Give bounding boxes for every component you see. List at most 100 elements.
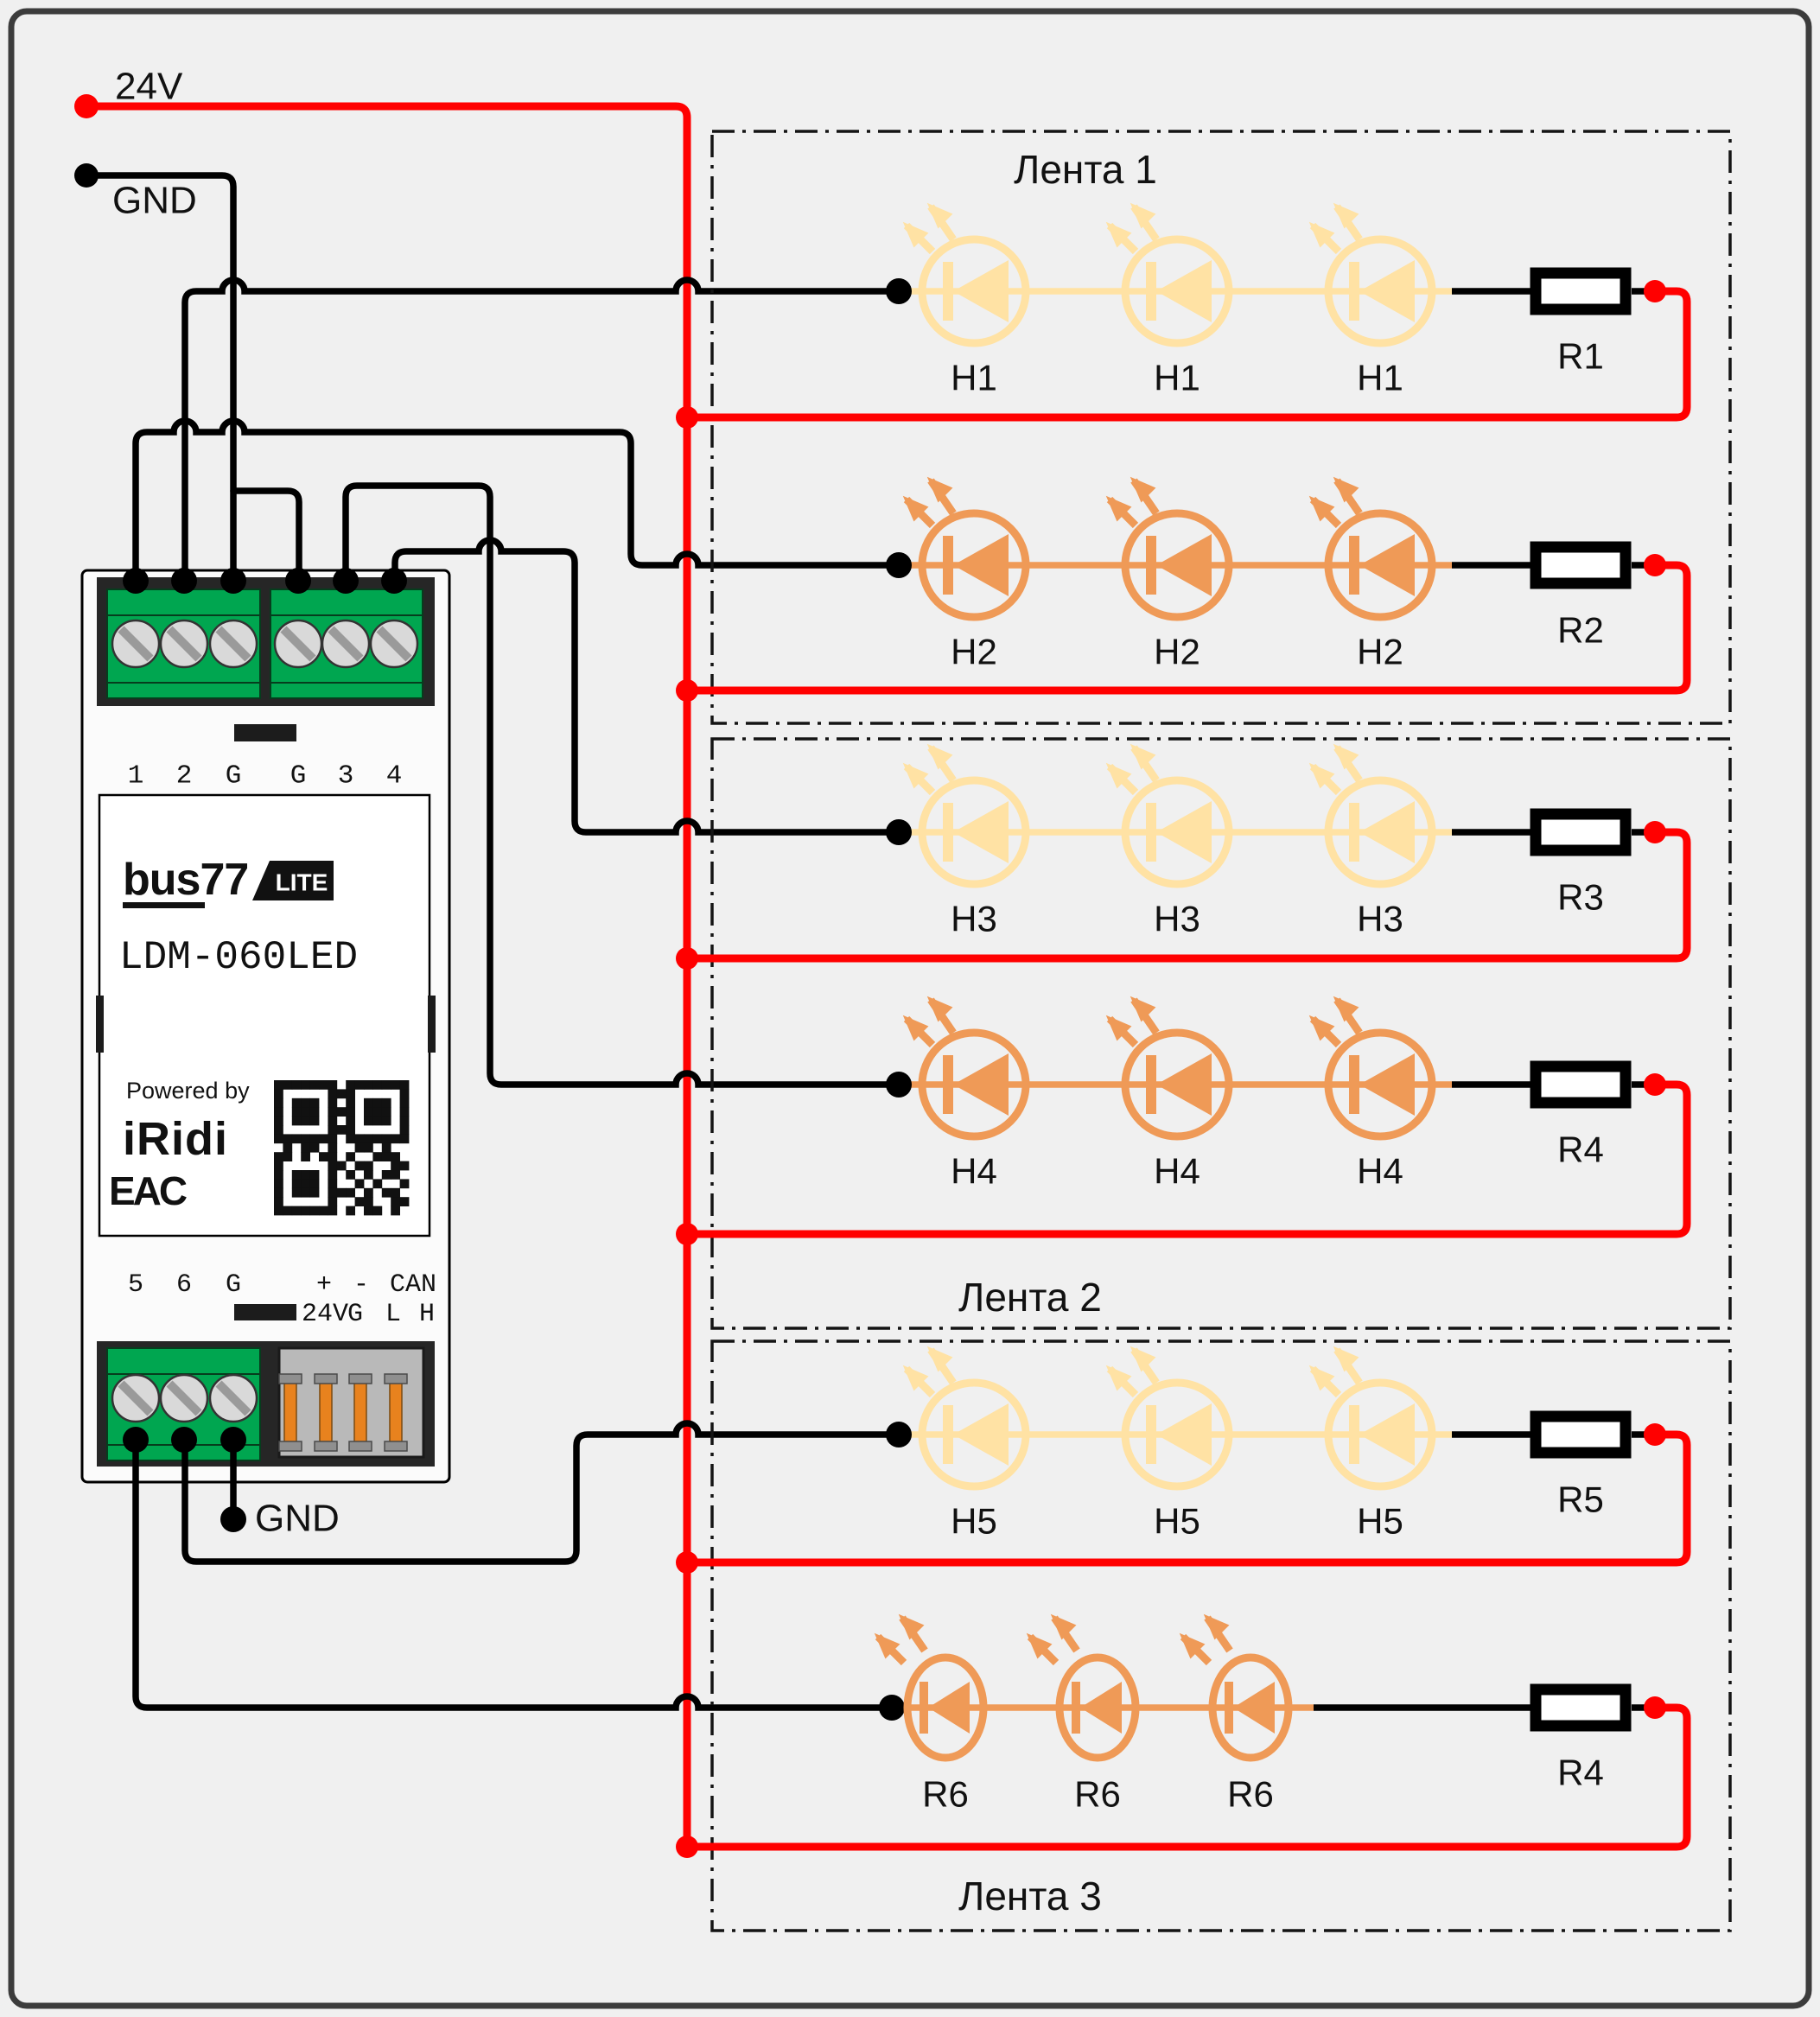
led-r6-2-light-head-2 [1050, 1613, 1077, 1640]
can-pin-3-contact [353, 1380, 367, 1444]
terminal-dot-top-4 [285, 568, 311, 594]
led-label-h5-2: H5 [1154, 1501, 1200, 1542]
strip-title-3: Лента 3 [958, 1874, 1102, 1918]
return-wire [683, 1703, 1691, 1851]
bus-junction-dot [676, 1551, 698, 1574]
led-h3-1-circle [918, 776, 1030, 888]
led-label-h2-2: H2 [1154, 632, 1200, 672]
row-start-dot [886, 278, 912, 304]
led-h3-3-light-head-1 [1308, 762, 1335, 789]
led-h1-1-circle [918, 235, 1030, 347]
terminal-dot-bottom-2 [171, 1427, 197, 1453]
bus-junction-dot [676, 679, 698, 702]
can-pin-4-cap-bottom [384, 1441, 408, 1452]
strip-box-3-border [710, 1339, 1732, 1932]
channel4-wire-h3 [391, 537, 902, 836]
terminal-label-bottom-G: G [226, 1270, 241, 1300]
led-r6-3-light-head-1 [1179, 1632, 1206, 1659]
led-h3-1-light-head-2 [926, 743, 953, 770]
resistor-label-r2: R2 [1557, 610, 1604, 651]
led-h2-1-cathode-bar [943, 536, 953, 595]
led-h4-3-cathode-bar [1349, 1055, 1359, 1114]
can-pin-1-cap-bottom [278, 1441, 302, 1452]
terminal-dot-top-2 [171, 568, 197, 594]
terminal-dot-top-5 [333, 568, 359, 594]
resistor-r2 [1530, 541, 1632, 589]
screw-top-2-slot [166, 626, 202, 662]
resistor-label-r5: R5 [1557, 1479, 1604, 1520]
screw-top-1-slot [118, 626, 154, 662]
led-h4-1-cathode-bar [943, 1055, 953, 1114]
led-h5-3-cathode-bar [1349, 1405, 1359, 1464]
bus-junction-dot [676, 1836, 698, 1858]
led-label-h3-3: H3 [1357, 899, 1403, 939]
can-pin-2-contact [319, 1380, 333, 1444]
powered-by-label: Powered by [126, 1078, 250, 1104]
can-pin-2-cap-bottom [314, 1441, 338, 1452]
led-h1-3-cathode-bar [1349, 262, 1359, 321]
screw-bottom-3-slot [215, 1380, 251, 1416]
resistor-r4 [1530, 1683, 1632, 1732]
screw-bottom-1 [111, 1373, 161, 1423]
led-h2-2-cathode-bar [1146, 536, 1156, 595]
row-start-dot [886, 552, 912, 578]
gnd-bottom-dot [220, 1506, 246, 1532]
led-h1-3-light-head-2 [1333, 202, 1359, 229]
led-h3-2-anode-triangle [1156, 801, 1212, 863]
screw-top-1 [111, 619, 161, 669]
v24-label: 24V [115, 66, 183, 108]
can-pin-4-cap-top [384, 1373, 408, 1384]
led-r6-2-anode-triangle [1080, 1682, 1122, 1734]
led-h3-2-cathode-bar [1146, 803, 1156, 862]
screw-top-2 [159, 619, 209, 669]
led-h4-3-circle [1324, 1028, 1436, 1141]
led-h3-1-anode-triangle [953, 801, 1009, 863]
row-start-dot [879, 1695, 905, 1721]
screw-bottom-2-slot [166, 1380, 202, 1416]
led-h5-2-anode-triangle [1156, 1403, 1212, 1466]
screw-top-5-slot [328, 626, 364, 662]
channel6-wire-h5 [181, 1420, 902, 1565]
bus-label-g: G [347, 1300, 363, 1329]
led-h2-3-light-head-2 [1333, 476, 1359, 503]
channel5-wire-r6 [132, 1436, 895, 1711]
led-r6-3-circle [1208, 1653, 1293, 1762]
led-h3-3-cathode-bar [1349, 803, 1359, 862]
return-wire [683, 1080, 1691, 1238]
din-notch-top [234, 724, 296, 741]
led-h3-3-light-head-2 [1333, 743, 1359, 770]
led-h2-1-circle [918, 509, 1030, 621]
terminal-label-2-1: 2 [176, 761, 193, 792]
channel3-wire-h4 [342, 482, 902, 1088]
terminal-label-G-3: G [290, 761, 307, 792]
resistor-label-r3: R3 [1557, 877, 1604, 918]
bus-label-v24: 24V [302, 1300, 348, 1329]
led-label-h4-2: H4 [1154, 1151, 1200, 1192]
led-h4-1-light-head-2 [926, 996, 953, 1022]
can-pin-4 [384, 1373, 408, 1452]
led-h1-2-cathode-bar [1146, 262, 1156, 321]
led-h1-1-anode-triangle [953, 260, 1009, 322]
iridi-logo: iRidi [123, 1113, 228, 1165]
terminal-dot-top-6 [381, 568, 407, 594]
led-h4-1-light-head-1 [902, 1015, 929, 1041]
led-h5-1-circle [918, 1378, 1030, 1491]
led-h3-2-circle [1121, 776, 1233, 888]
led-h5-1-light-head-1 [902, 1365, 929, 1391]
led-label-h1-2: H1 [1154, 358, 1200, 398]
can-pin-2-cap-top [314, 1373, 338, 1384]
terminal-dot-top-1 [123, 568, 149, 594]
terminal-label-G-2: G [226, 761, 242, 792]
led-h2-3-cathode-bar [1349, 536, 1359, 595]
channel1-wire-h2 [132, 417, 902, 584]
can-pin-3-cap-bottom [348, 1441, 372, 1452]
bus-label-can: CAN [390, 1270, 436, 1300]
led-h2-3-light-head-1 [1308, 495, 1335, 522]
led-h5-2-light-head-2 [1130, 1346, 1156, 1372]
screw-top-5 [321, 619, 371, 669]
